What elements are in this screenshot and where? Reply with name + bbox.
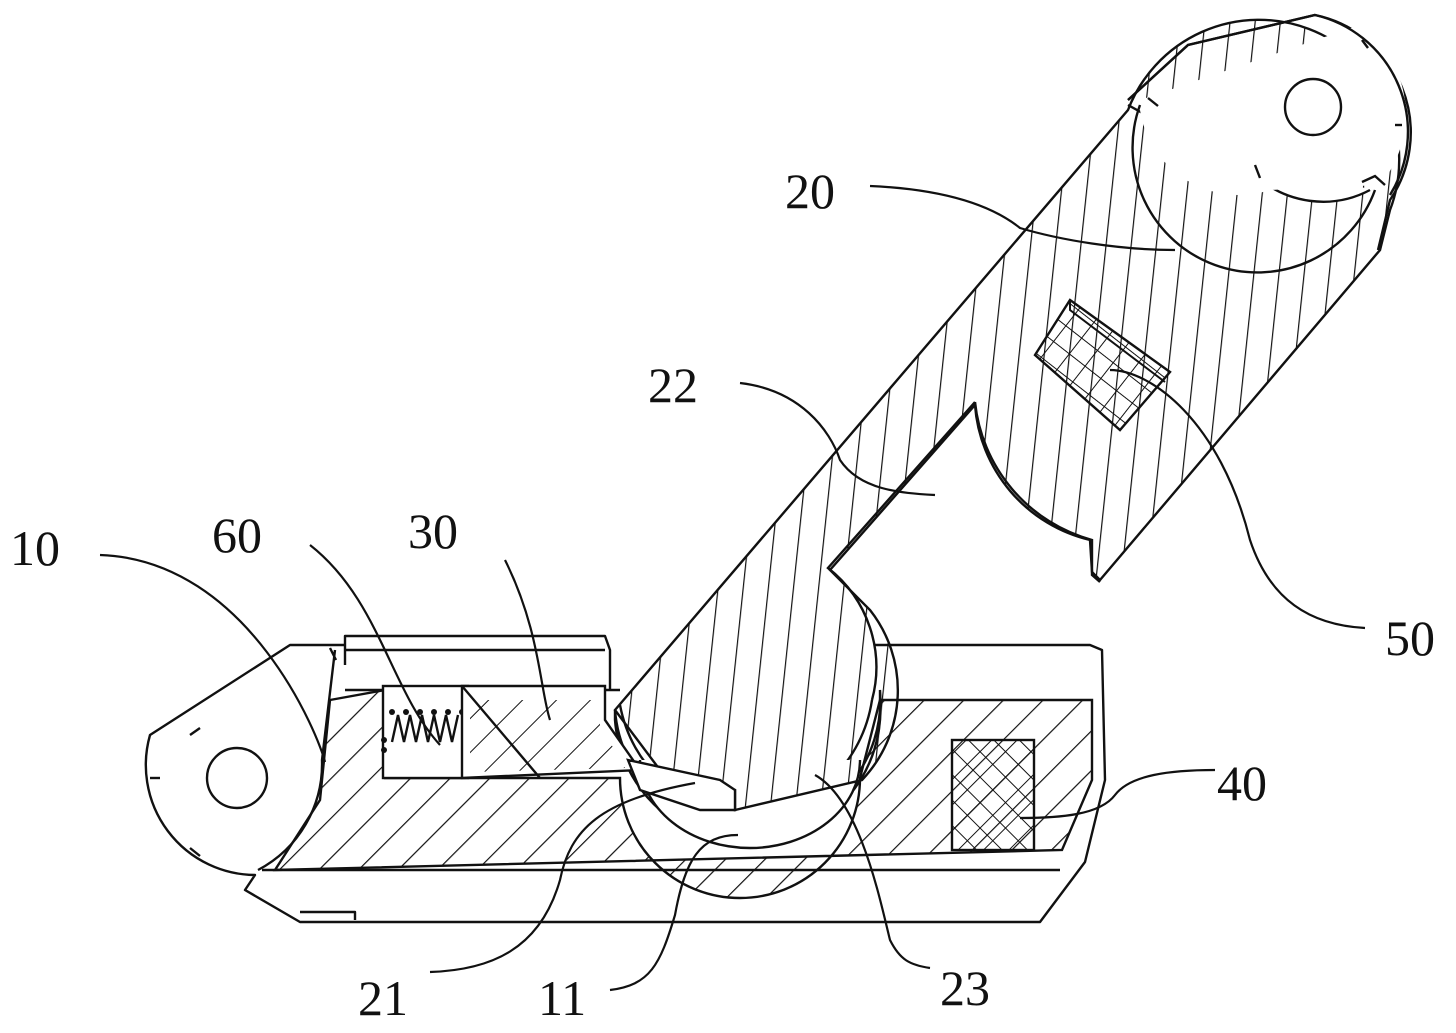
label-23: 23 (940, 960, 990, 1016)
label-50: 50 (1385, 610, 1435, 666)
leader-30 (504, 559, 552, 721)
leader-60 (309, 544, 441, 746)
leader-40 (1019, 768, 1216, 820)
label-22: 22 (648, 357, 698, 413)
label-11: 11 (538, 970, 586, 1026)
label-10: 10 (10, 520, 60, 576)
label-20: 20 (785, 163, 835, 219)
leader-23 (814, 774, 931, 970)
leader-20 (869, 184, 1176, 252)
leader-22 (739, 381, 936, 497)
leader-10 (99, 553, 327, 763)
leader-50 (1109, 368, 1366, 630)
sensor-50 (1033, 298, 1172, 432)
leader-11 (609, 833, 739, 992)
slider-block-30 (460, 684, 643, 780)
swing-arm-20 (613, 13, 1412, 812)
base-housing-10 (144, 634, 1107, 924)
label-21: 21 (358, 970, 408, 1026)
label-30: 30 (408, 503, 458, 559)
reference-labels: 10 60 30 20 22 50 40 21 11 23 (10, 163, 1435, 1026)
leader-21 (429, 781, 696, 974)
leader-lines (99, 184, 1366, 992)
label-60: 60 (212, 507, 262, 563)
block-40 (950, 738, 1036, 852)
label-40: 40 (1217, 755, 1267, 811)
